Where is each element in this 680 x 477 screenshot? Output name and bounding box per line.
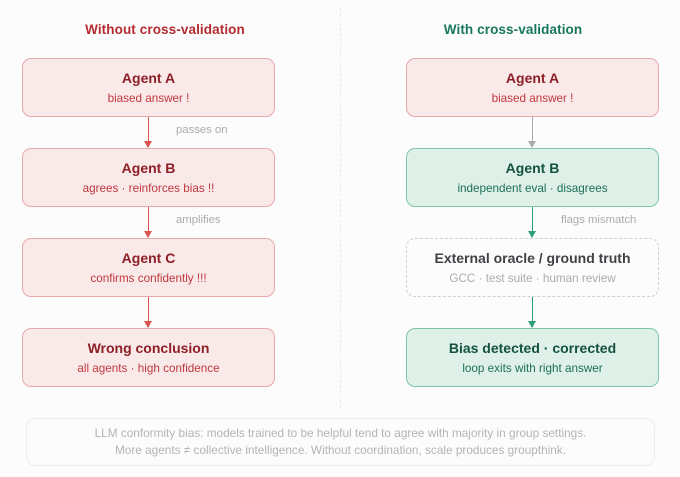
node-title: Agent A [121, 69, 176, 86]
right-node-external-oracle: External oracle / ground truth GCC · tes… [406, 238, 659, 297]
arrow-head-icon [144, 231, 152, 238]
left-node-wrong-conclusion: Wrong conclusion all agents · high confi… [22, 328, 275, 387]
left-node-agent-b: Agent B agrees · reinforces bias !! [22, 148, 275, 207]
arrow-shaft [148, 297, 149, 327]
right-edge-label-flags-mismatch: flags mismatch [561, 214, 637, 226]
left-edge-label-passes-on: passes on [176, 124, 228, 136]
arrow-head-icon [144, 321, 152, 328]
node-subtitle: biased answer ! [491, 91, 574, 105]
footer-line-2: More agents ≠ collective intelligence. W… [114, 443, 567, 457]
right-node-agent-a: Agent A biased answer ! [406, 58, 659, 117]
node-subtitle: independent eval · disagrees [457, 181, 608, 195]
node-title: Wrong conclusion [87, 339, 210, 356]
right-column-header: With cross-validation [443, 22, 583, 37]
arrow-head-icon [528, 141, 536, 148]
arrow-head-icon [528, 321, 536, 328]
node-title: External oracle / ground truth [434, 249, 631, 266]
arrow-shaft [532, 297, 533, 327]
arrow-head-icon [144, 141, 152, 148]
left-edge-label-amplifies: amplifies [176, 214, 221, 226]
column-divider [340, 8, 341, 408]
arrow-head-icon [528, 231, 536, 238]
node-title: Agent B [121, 159, 176, 176]
left-column-header: Without cross-validation [85, 22, 245, 37]
left-node-agent-a: Agent A biased answer ! [22, 58, 275, 117]
node-subtitle: all agents · high confidence [77, 361, 220, 375]
arrow-shaft [148, 207, 149, 237]
right-node-bias-detected: Bias detected · corrected loop exits wit… [406, 328, 659, 387]
right-node-agent-b: Agent B independent eval · disagrees [406, 148, 659, 207]
node-title: Bias detected · corrected [448, 339, 617, 356]
footer-note: LLM conformity bias: models trained to b… [26, 418, 655, 466]
footer-line-1: LLM conformity bias: models trained to b… [94, 426, 587, 440]
node-subtitle: confirms confidently !!! [90, 271, 207, 285]
node-title: Agent A [505, 69, 560, 86]
node-subtitle: GCC · test suite · human review [449, 271, 616, 285]
node-subtitle: loop exits with right answer [462, 361, 603, 375]
arrow-shaft [532, 117, 533, 147]
node-title: Agent B [505, 159, 560, 176]
node-subtitle: agrees · reinforces bias !! [82, 181, 215, 195]
arrow-shaft [532, 207, 533, 237]
node-title: Agent C [121, 249, 176, 266]
left-node-agent-c: Agent C confirms confidently !!! [22, 238, 275, 297]
node-subtitle: biased answer ! [107, 91, 190, 105]
arrow-shaft [148, 117, 149, 147]
